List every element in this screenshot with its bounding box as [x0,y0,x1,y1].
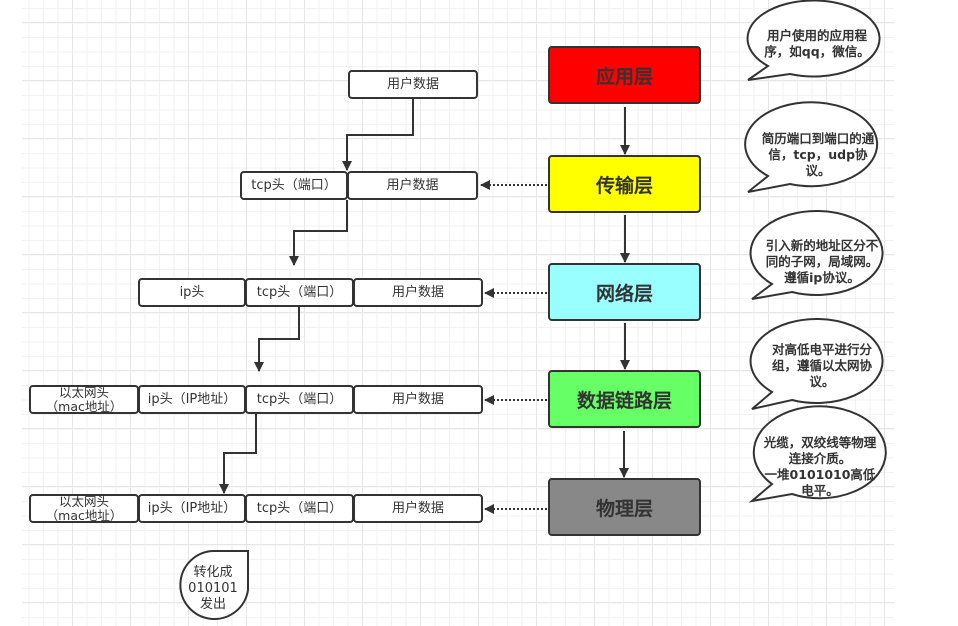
note-text: 转化成 010101 发出 [180,565,246,613]
callout-physical: 光缆，双绞线等物理 连接介质。 一堆0101010高低 电平。 [752,435,888,499]
packet-eth-header[interactable]: 以太网头 （mac地址） [29,494,139,523]
note-shape [179,550,249,620]
dotted-arrows [480,180,547,514]
packet-tcp-header[interactable]: tcp头（端口） [245,278,354,307]
callout-transport: 简历端口到端口的通 信，tcp，udp协 议。 [750,131,886,179]
layer-arrows [619,107,630,478]
callout-line: 组，遵循以太网协 [771,358,872,373]
packet-ip-header[interactable]: ip头（IP地址） [138,494,246,523]
callout-line: 电平。 [801,483,839,498]
elbow-arrow-1 [342,99,414,171]
elbow-arrows [219,99,414,494]
layer-application[interactable]: 应用层 [548,46,701,104]
callout-line: 简历端口到端口的通 [761,131,875,146]
callout-bubble-5 [748,405,887,503]
callout-line: 信，tcp，udp协 [768,147,868,162]
callout-datalink: 对高低电平进行分 组，遵循以太网协 议。 [754,342,890,390]
callout-bubble-1 [746,0,881,81]
callout-bubble-2 [744,101,879,193]
packet-user-data[interactable]: 用户数据 [348,70,478,99]
packet-user-data[interactable]: 用户数据 [353,278,483,307]
callout-line: 光缆，双绞线等物理 [763,435,877,450]
callout-line: 同的子网，局域网。 [765,254,879,269]
packet-ip-header[interactable]: ip头（IP地址） [138,385,246,414]
elbow-arrow-2 [289,200,348,266]
elbow-arrow-3 [254,307,300,372]
eth-header-line2: （mac地址） [45,398,123,414]
eth-header-line1: 以太网头 [58,493,109,509]
packet-eth-header[interactable]: 以太网头 （mac地址） [29,385,139,414]
packet-user-data[interactable]: 用户数据 [353,385,483,414]
note-line: 转化成 [193,565,233,580]
callout-line: 议。 [809,374,835,389]
eth-header-line2: （mac地址） [45,507,123,523]
callout-line: 议。 [805,163,831,178]
layer-datalink[interactable]: 数据链路层 [548,370,701,428]
note-line: 发出 [199,597,226,612]
callout-line: 序，如qq，微信。 [764,44,870,59]
elbow-arrow-4 [219,414,257,494]
packet-ip-header[interactable]: ip头 [138,278,246,307]
callout-bubble-4 [749,318,884,410]
layer-network[interactable]: 网络层 [548,263,701,321]
callout-line: 对高低电平进行分 [771,342,872,357]
callout-bubble-3 [749,210,884,300]
eth-header-line1: 以太网头 [58,384,109,400]
packet-user-data[interactable]: 用户数据 [347,171,478,200]
callout-network: 引入新的地址区分不 同的子网，局域网。 遵循ip协议。 [754,238,890,286]
packet-user-data[interactable]: 用户数据 [353,494,483,523]
note-line: 010101 [188,581,238,596]
layer-physical[interactable]: 物理层 [548,478,701,536]
callout-line: 遵循ip协议。 [784,270,860,285]
callout-line: 用户使用的应用程 [766,28,867,43]
packet-tcp-header[interactable]: tcp头（端口） [245,385,354,414]
callout-line: 连接介质。 [788,451,852,466]
packet-tcp-header[interactable]: tcp头（端口） [240,171,348,200]
callout-line: 一堆0101010高低 [764,467,876,482]
packet-tcp-header[interactable]: tcp头（端口） [245,494,354,523]
layer-transport[interactable]: 传输层 [548,155,701,213]
callout-application: 用户使用的应用程 序，如qq，微信。 [752,28,882,60]
callout-bubbles [744,0,887,503]
callout-line: 引入新的地址区分不 [765,238,879,253]
